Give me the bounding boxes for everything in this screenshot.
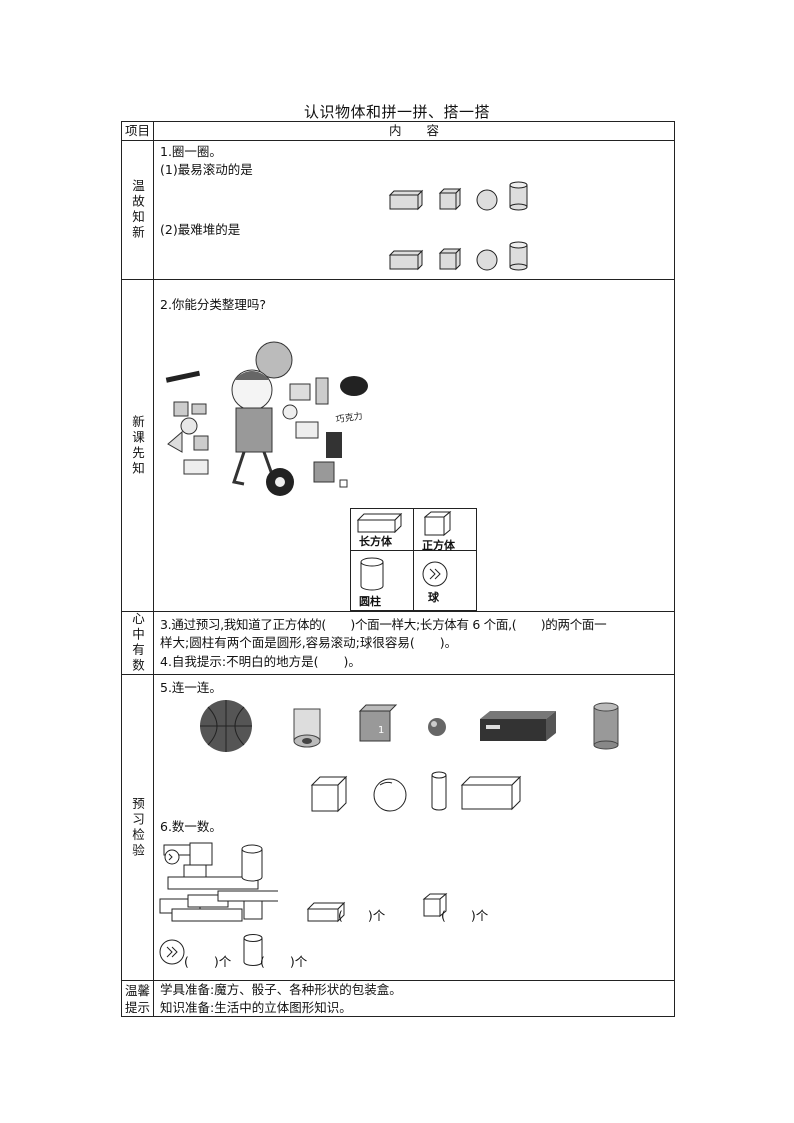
header-content-label: 内 容 [388,123,439,138]
q1a-text: (1)最易滚动的是 [160,162,253,177]
category-sphere-cell: 球 [413,550,477,611]
tape-roll-icon [293,708,321,748]
cylinder-icon [431,771,447,811]
review-content: 1.圈一圈。 (1)最易滚动的是 (2)最难堆的是 [153,140,675,280]
mind-content: 3.通过预习,我知道了正方体的( )个面一样大;长方体有 6 个面,( )的两个… [153,611,675,675]
category-sphere-label: 球 [428,591,439,604]
check-label: 预习检验 [130,796,145,859]
tips-line2: 知识准备:生活中的立体图形知识。 [160,1000,352,1015]
sphere-icon [422,561,448,587]
page-title: 认识物体和拼一拼、搭一搭 [303,103,490,121]
header-item-label: 项目 [124,123,150,138]
cylinder-icon [509,241,528,271]
count-cube: ( )个 [441,908,489,923]
chocolate-label: 巧克力 [335,410,363,426]
q6-text: 6.数一数。 [160,819,222,834]
cuboid-icon [306,901,346,923]
count-cuboid: ( )个 [338,908,386,923]
check-content: 5.连一连。 1 6.数一数。 [153,674,675,981]
q4-text: 4.自我提示:不明白的地方是( )。 [160,654,361,669]
q3-line2: 样大;圆柱有两个面是圆形,容易滚动;球很容易( )。 [160,635,458,650]
new-label: 新课先知 [130,414,145,477]
cube-icon [424,511,452,537]
cube-icon [310,775,348,813]
sphere-icon [476,189,498,211]
player-box-icon [480,711,556,741]
sphere-icon [373,778,407,812]
tips-label: 温馨提示 [124,982,150,1015]
shapes-row-1 [388,181,528,211]
sphere-icon [159,939,185,965]
cube-icon [438,187,462,211]
category-cube-label: 正方体 [422,539,455,552]
shapes-row-2 [388,241,528,271]
stacked-blocks-illustration [159,842,278,922]
sphere-icon [476,249,498,271]
cylinder-icon [243,934,263,966]
boy-with-objects-illustration: 巧克力 [165,341,368,496]
header-item-col: 项目 [121,121,154,141]
q2-text: 2.你能分类整理吗? [160,297,267,312]
mind-label-cell: 心中有数 [121,611,154,675]
gift-box-icon: 1 [358,704,398,742]
svg-text:1: 1 [378,725,384,736]
q5-text: 5.连一连。 [160,680,222,695]
small-ball-icon [428,718,446,736]
new-label-cell: 新课先知 [121,279,154,612]
basketball-icon [200,700,252,752]
tips-content: 学具准备:魔方、骰子、各种形状的包装盒。 知识准备:生活中的立体图形知识。 [153,980,675,1017]
tips-label-cell: 温馨提示 [121,980,154,1017]
category-cylinder-cell: 圆柱 [350,550,414,611]
cylinder-icon [509,181,528,211]
worksheet-table: 项目 内 容 温故知新 1.圈一圈。 (1)最易滚动的是 (2)最难堆的是 [121,121,675,1017]
category-cuboid-label: 长方体 [359,535,392,548]
new-content: 2.你能分类整理吗? [153,279,675,612]
mind-label: 心中有数 [130,612,145,674]
solid-shapes-row [310,771,522,813]
cylinder-icon [360,557,384,591]
count-sphere: ( )个 [184,954,232,969]
category-cylinder-label: 圆柱 [359,595,381,608]
q3-line1: 3.通过预习,我知道了正方体的( )个面一样大;长方体有 6 个面,( )的两个… [160,617,607,632]
category-cube-cell: 正方体 [413,508,477,552]
cuboid-icon [357,513,403,533]
cube-icon [422,893,448,918]
cuboid-icon [460,775,522,811]
q1-text: 1.圈一圈。 [160,144,222,159]
cube-icon [438,247,462,271]
check-label-cell: 预习检验 [121,674,154,981]
cuboid-icon [388,189,424,211]
category-cuboid-cell: 长方体 [350,508,414,551]
can-icon [593,702,619,750]
objects-row: 1 [200,700,619,752]
review-label: 温故知新 [130,179,145,241]
count-cylinder: ( )个 [260,954,308,969]
q1b-text: (2)最难堆的是 [160,222,241,237]
tips-line1: 学具准备:魔方、骰子、各种形状的包装盒。 [160,982,402,997]
header-content-col: 内 容 [153,121,675,141]
category-table: 长方体 正方体 圆柱 球 [350,508,477,611]
review-label-cell: 温故知新 [121,140,154,280]
cuboid-icon [388,249,424,271]
